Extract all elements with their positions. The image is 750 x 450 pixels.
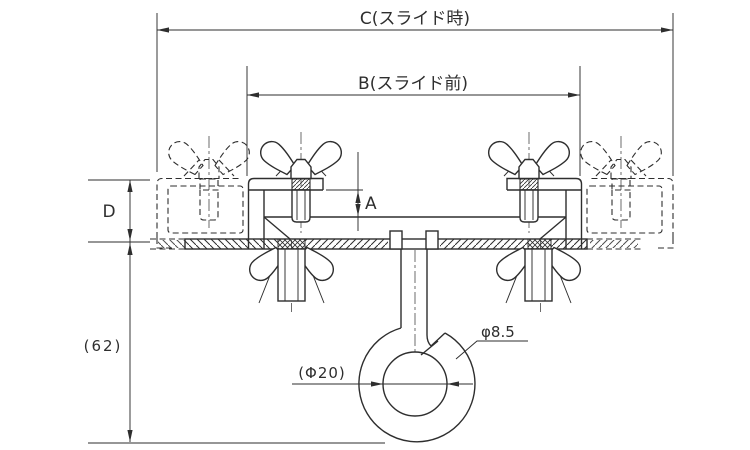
phantom-clamp-right	[575, 136, 674, 249]
lower-bolt-right	[524, 248, 553, 302]
phantom-wingnut-right-wing	[623, 136, 667, 179]
dimension-phi20: (Φ20)	[292, 364, 473, 387]
clamp-bracket-right	[483, 136, 583, 249]
clamp-bolt-section-left	[291, 178, 311, 191]
hook-ring	[358, 230, 476, 443]
clamp-bracket-left	[247, 136, 347, 249]
dim-62-label: (62)	[84, 337, 123, 355]
dimension-phi85: φ8.5	[455, 323, 528, 360]
strap-tab-left	[389, 230, 403, 250]
dimension-c: C(スライド時)	[156, 9, 674, 176]
dim-b-label: B(スライド前)	[358, 74, 468, 94]
slide-bar	[263, 216, 567, 240]
wingnut-body-left	[290, 158, 312, 180]
dim-phi20-label: (Φ20)	[298, 364, 346, 382]
dimension-b: B(スライド前)	[246, 66, 581, 176]
ring-outer-circle	[358, 327, 476, 443]
dimension-d-and-62: D (62)	[84, 179, 385, 444]
dim-c-label: C(スライド時)	[360, 9, 470, 29]
phantom-wingnut-right-wing	[211, 136, 255, 179]
lower-bolt-left	[277, 248, 306, 302]
dim-phi85-label: φ8.5	[481, 323, 515, 341]
beam-plate-section	[150, 238, 643, 250]
phantom-clamp-left	[156, 136, 255, 249]
dimension-a: A	[326, 152, 377, 231]
lower-wingnut-left	[244, 243, 339, 304]
dim-a-label: A	[365, 194, 377, 214]
phantom-bolt-section-right	[611, 178, 631, 191]
wingnut-body-right	[518, 158, 540, 180]
strap-tab-right	[425, 230, 439, 250]
phantom-wingnut-left-wing	[575, 136, 619, 179]
clamp-bolt-left	[291, 189, 311, 223]
lower-wingnut-right	[491, 243, 586, 304]
dim-d-label: D	[102, 202, 115, 222]
clamp-bolt-section-right	[519, 178, 539, 191]
phantom-wingnut-left-wing	[163, 136, 207, 179]
clamp-bolt-right	[519, 189, 539, 223]
phantom-bolt-section-left	[199, 178, 219, 191]
